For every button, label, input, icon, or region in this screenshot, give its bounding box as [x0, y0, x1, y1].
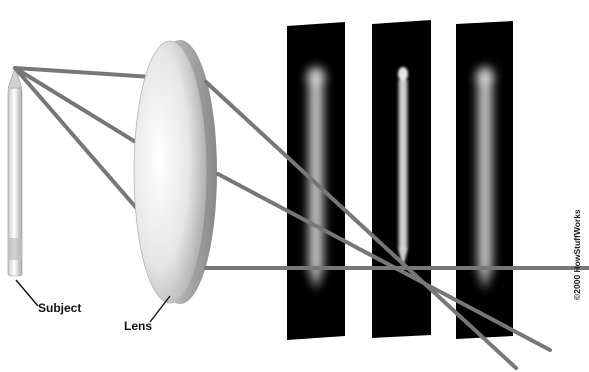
label-blurry-right: Blurry — [466, 6, 503, 20]
clear-image-center — [398, 67, 408, 268]
label-lens: Lens — [124, 319, 152, 333]
incoming-rays — [15, 68, 152, 226]
blurry-image-right — [476, 67, 494, 290]
subject-leader — [16, 280, 38, 306]
label-clear: Clear — [386, 6, 417, 20]
lens-leader — [150, 296, 170, 322]
label-subject: Subject — [38, 301, 81, 315]
subject-pencil — [8, 68, 22, 276]
label-blurry-left: Blurry — [297, 6, 334, 20]
copyright-text: ©2000 HowStuffWorks — [572, 209, 582, 300]
lens — [134, 40, 217, 304]
